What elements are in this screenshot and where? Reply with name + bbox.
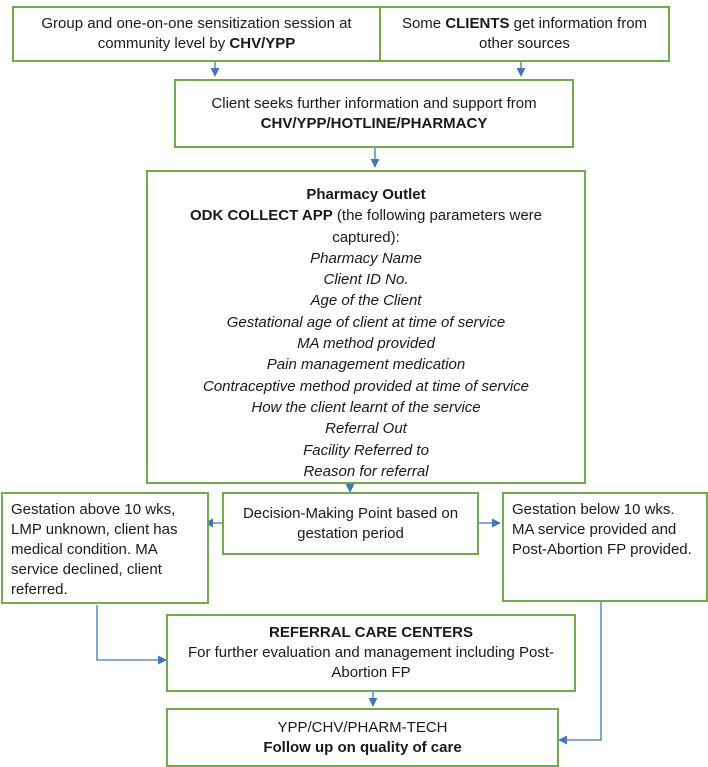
sensitization-bold: CHV/YPP [229,35,296,52]
parameter-item: Client ID No. [323,271,409,289]
pharmacy-outlet-box: Pharmacy Outlet ODK COLLECT APP (the fol… [146,170,586,484]
referral-text: For further evaluation and management in… [187,644,555,681]
gestation-above-10-text: Gestation above 10 wks, LMP unknown, cli… [11,501,178,598]
parameter-item: Facility Referred to [303,441,429,459]
referral-title: REFERRAL CARE CENTERS [269,624,473,641]
client-seeks-box: Client seeks further information and sup… [174,79,574,148]
parameter-item: How the client learnt of the service [251,398,481,416]
parameter-item: Reason for referral [303,462,429,480]
decision-point-box: Decision-Making Point based on gestation… [222,492,479,555]
pharmacy-title: Pharmacy Outlet [306,186,426,203]
client-seeks-text: Client seeks further information and sup… [211,94,537,112]
other-sources-bold: CLIENTS [445,15,510,32]
follow-up-team: YPP/CHV/PHARM-TECH [277,718,448,736]
gestation-above-10-box: Gestation above 10 wks, LMP unknown, cli… [1,492,209,604]
arrow-above-to-referral [96,605,167,665]
gestation-below-10-text: Gestation below 10 wks. MA service provi… [512,501,692,558]
referral-care-centers-box: REFERRAL CARE CENTERS For further evalua… [166,614,576,692]
arrow-below-to-followup [558,602,602,745]
parameter-item: Gestational age of client at time of ser… [226,313,506,331]
parameter-item: Contraceptive method provided at time of… [203,377,529,395]
follow-up-box: YPP/CHV/PHARM-TECH Follow up on quality … [166,708,559,767]
decision-point-text: Decision-Making Point based on gestation… [242,504,459,542]
client-seeks-bold: CHV/YPP/HOTLINE/PHARMACY [260,114,488,132]
odk-app-label: ODK COLLECT APP [189,207,333,225]
parameter-item: Pharmacy Name [310,249,422,267]
odk-app-rest: (the following parameters were captured)… [332,207,543,246]
parameter-item: Pain management medication [266,356,466,374]
other-sources-post: get information from other sources [479,15,648,52]
parameter-item: Age of the Client [310,292,422,310]
follow-up-bold: Follow up on quality of care [263,738,462,756]
other-sources-box: Some CLIENTS get information from other … [379,6,670,62]
other-sources-pre: Some [401,15,446,32]
parameter-item: MA method provided [297,335,435,353]
sensitization-text: Group and one-on-one sensitization sessi… [41,15,352,52]
sensitization-box: Group and one-on-one sensitization sessi… [12,6,381,62]
gestation-below-10-box: Gestation below 10 wks. MA service provi… [502,492,708,602]
parameter-item: Referral Out [325,420,407,438]
